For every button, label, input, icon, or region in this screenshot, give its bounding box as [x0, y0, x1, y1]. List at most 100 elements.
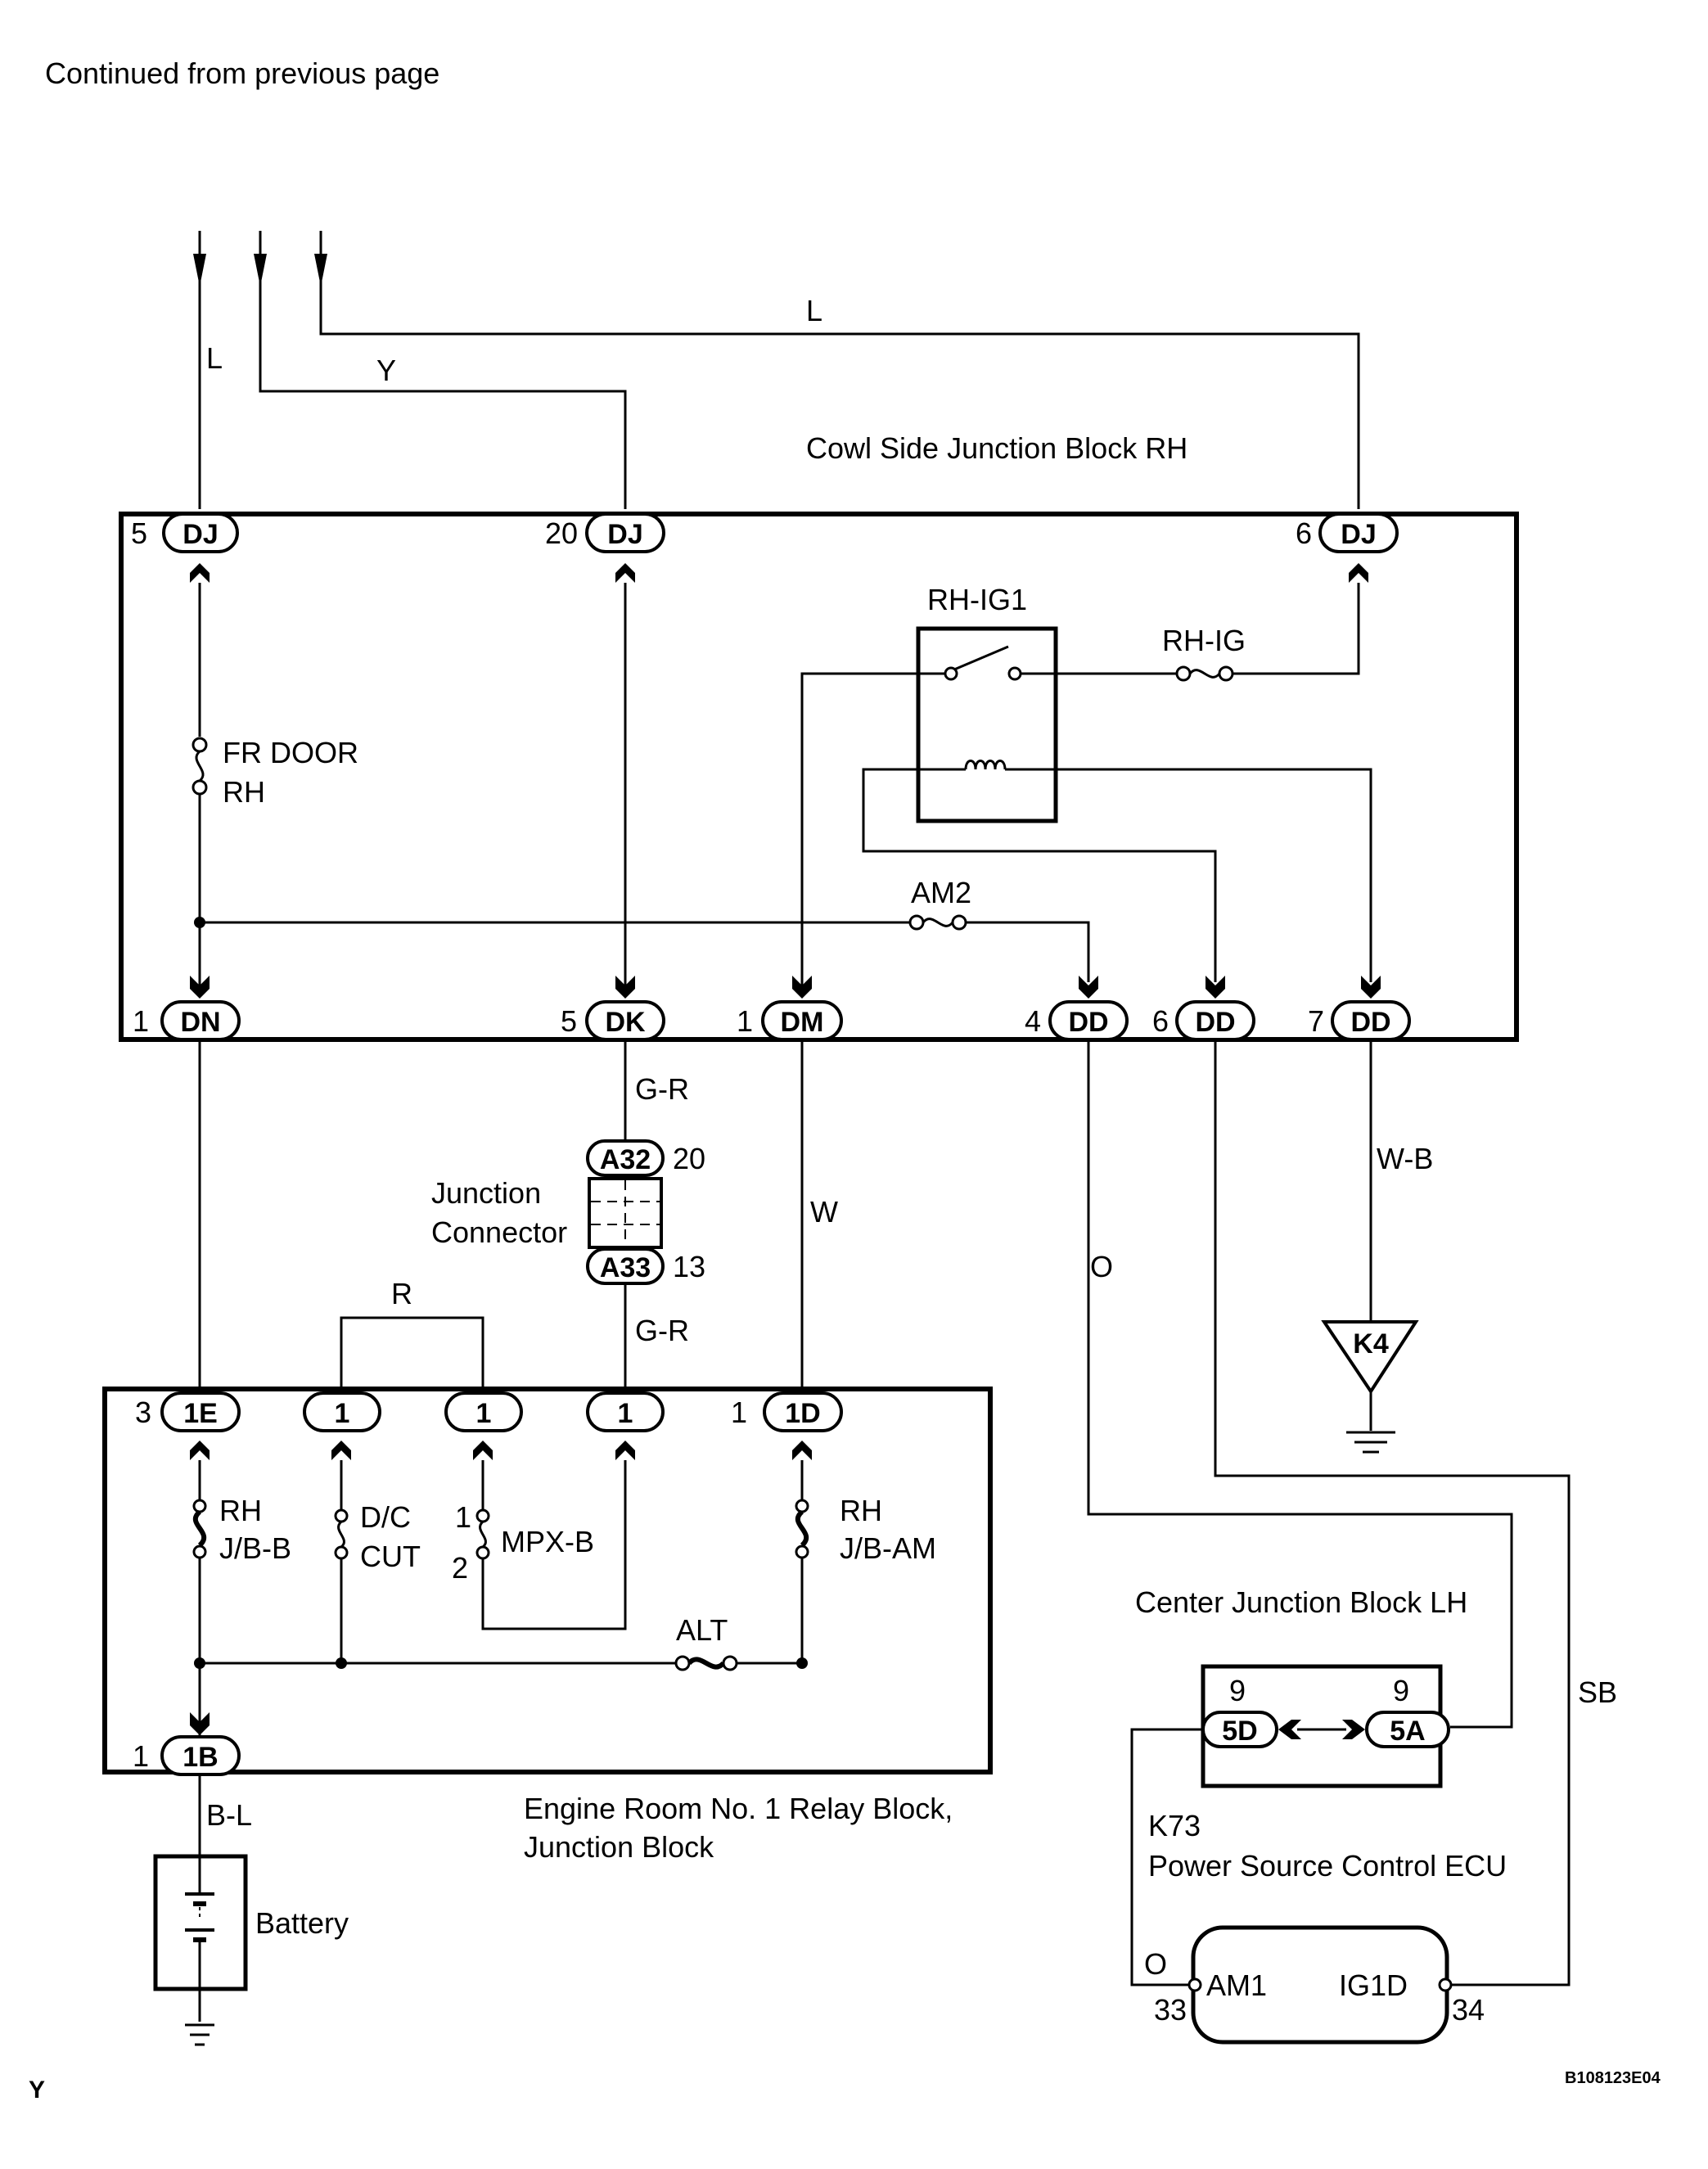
- connector-1-c: 1: [586, 1391, 665, 1432]
- o-wire: [1087, 1039, 1513, 1729]
- wire-label-l-left: L: [206, 341, 223, 375]
- wire-label-sb: SB: [1578, 1675, 1617, 1709]
- connector-1e: 1E 3: [135, 1391, 241, 1432]
- connector-5a: 5A: [1365, 1711, 1450, 1748]
- connector-dm-1: DM 1: [737, 1000, 843, 1041]
- connector-dj-20: DJ 20: [545, 512, 665, 553]
- svg-text:DJ: DJ: [607, 519, 642, 550]
- fuse-alt: [200, 1655, 802, 1671]
- wire-label-l-right: L: [806, 294, 822, 327]
- wire-label-bl: B-L: [206, 1798, 252, 1832]
- svg-text:5: 5: [561, 1004, 577, 1038]
- ecu-pin-num-33: 33: [1154, 1993, 1187, 2027]
- fuse-label-rhjbam-2: J/B-AM: [840, 1531, 936, 1565]
- fuse-label-frdoor-1: FR DOOR: [223, 736, 358, 769]
- connector-1b: 1B 1: [133, 1735, 241, 1776]
- svg-text:1: 1: [731, 1396, 747, 1429]
- coil-wire-dd6: [862, 768, 1217, 982]
- svg-text:DD: DD: [1195, 1007, 1235, 1038]
- fuse-rh-ig: [1021, 583, 1360, 682]
- connector-dd-6: DD 6: [1152, 1000, 1255, 1041]
- relay-rh-ig1: [916, 626, 1058, 823]
- center-block-title: Center Junction Block LH: [1135, 1585, 1467, 1619]
- junction-dot: [796, 1657, 808, 1669]
- fuse-label-rhjbb-2: J/B-B: [219, 1531, 291, 1565]
- center-pin-left: 9: [1229, 1674, 1246, 1707]
- fuse-label-dc-1: D/C: [360, 1500, 411, 1534]
- jc-label-2: Connector: [431, 1215, 567, 1249]
- bottom-chevrons: [190, 976, 1381, 999]
- fuse-label-rhjbam-1: RH: [840, 1494, 882, 1527]
- ecu-label-ig1d: IG1D: [1339, 1968, 1408, 2002]
- fuse-label-am2: AM2: [911, 876, 971, 909]
- center-pin-right: 9: [1393, 1674, 1409, 1707]
- wire-label-y: Y: [376, 354, 396, 387]
- svg-text:1: 1: [133, 1739, 149, 1773]
- svg-text:1D: 1D: [785, 1398, 820, 1429]
- svg-text:3: 3: [135, 1396, 151, 1429]
- wire-label-r: R: [391, 1277, 412, 1310]
- ecu-id: K73: [1148, 1809, 1201, 1842]
- svg-text:DN: DN: [180, 1007, 220, 1038]
- relay-label: RH-IG1: [927, 583, 1027, 616]
- incoming-wires: [193, 231, 1360, 509]
- wire-label-wb: W-B: [1377, 1142, 1433, 1175]
- jc-pin-lower: 13: [673, 1250, 705, 1283]
- svg-text:1: 1: [133, 1004, 149, 1038]
- svg-text:1: 1: [737, 1004, 753, 1038]
- wire-label-w: W: [810, 1195, 838, 1229]
- connector-dd-7: DD 7: [1308, 1000, 1411, 1041]
- svg-text:6: 6: [1152, 1004, 1169, 1038]
- svg-text:1: 1: [335, 1398, 350, 1429]
- svg-text:1E: 1E: [183, 1398, 218, 1429]
- fuse-label-frdoor-2: RH: [223, 775, 265, 809]
- jc-pin-upper: 20: [673, 1142, 705, 1175]
- engine-chevrons: [190, 1441, 812, 1460]
- connector-1d: 1D 1: [731, 1391, 843, 1432]
- svg-text:7: 7: [1308, 1004, 1324, 1038]
- svg-text:DD: DD: [1350, 1007, 1390, 1038]
- fuse-label-rhig: RH-IG: [1162, 624, 1246, 657]
- fuse-mpx-b: [475, 1460, 627, 1630]
- wire-label-o: O: [1090, 1250, 1113, 1283]
- svg-text:K4: K4: [1353, 1328, 1389, 1360]
- fuse-label-mpx: MPX-B: [501, 1525, 594, 1558]
- connector-1-a: 1: [303, 1391, 381, 1432]
- svg-text:1: 1: [476, 1398, 492, 1429]
- junction-dot: [194, 1657, 205, 1669]
- junction-dot: [336, 1657, 347, 1669]
- cowl-block-title: Cowl Side Junction Block RH: [806, 431, 1187, 465]
- mpx-pin-1: 1: [455, 1500, 471, 1534]
- mpx-pin-2: 2: [452, 1551, 468, 1585]
- engine-block: [102, 1387, 993, 1774]
- junction-connector: A32 A33: [586, 1139, 665, 1285]
- fuse-rh-jb-b: [192, 1460, 207, 1735]
- fuse-label-alt: ALT: [676, 1613, 728, 1647]
- wire-label-o-ecu: O: [1144, 1947, 1167, 1981]
- svg-text:DJ: DJ: [1341, 519, 1376, 550]
- coil-wire-dd7: [1012, 768, 1372, 982]
- fuse-fr-door: [192, 583, 208, 986]
- fuse-dc-cut: [334, 1460, 349, 1663]
- sb-wire: [1214, 1039, 1571, 1986]
- bottom-1b-chevron: [190, 1712, 210, 1735]
- svg-text:20: 20: [545, 516, 578, 550]
- fuse-rh-jb-am: [795, 1460, 809, 1663]
- svg-text:4: 4: [1025, 1004, 1041, 1038]
- svg-text:A32: A32: [600, 1144, 651, 1175]
- svg-text:5D: 5D: [1222, 1716, 1257, 1747]
- wire-label-gr-upper: G-R: [635, 1072, 689, 1106]
- jc-label-1: Junction: [431, 1176, 541, 1210]
- dm-wire: [800, 672, 945, 986]
- r-wire: [340, 1316, 484, 1393]
- svg-text:5: 5: [131, 516, 147, 550]
- o-ecu-wire: [1130, 1728, 1203, 1986]
- ecu-label-am1: AM1: [1206, 1968, 1267, 2002]
- cowl-block: [119, 512, 1519, 1042]
- connector-1-b: 1: [444, 1391, 523, 1432]
- engine-block-title-1: Engine Room No. 1 Relay Block,: [524, 1792, 953, 1825]
- fuse-label-rhjbb-1: RH: [219, 1494, 262, 1527]
- ecu-name: Power Source Control ECU: [1148, 1849, 1507, 1883]
- connector-dj-5: DJ 5: [131, 512, 239, 553]
- center-link: [1278, 1720, 1365, 1739]
